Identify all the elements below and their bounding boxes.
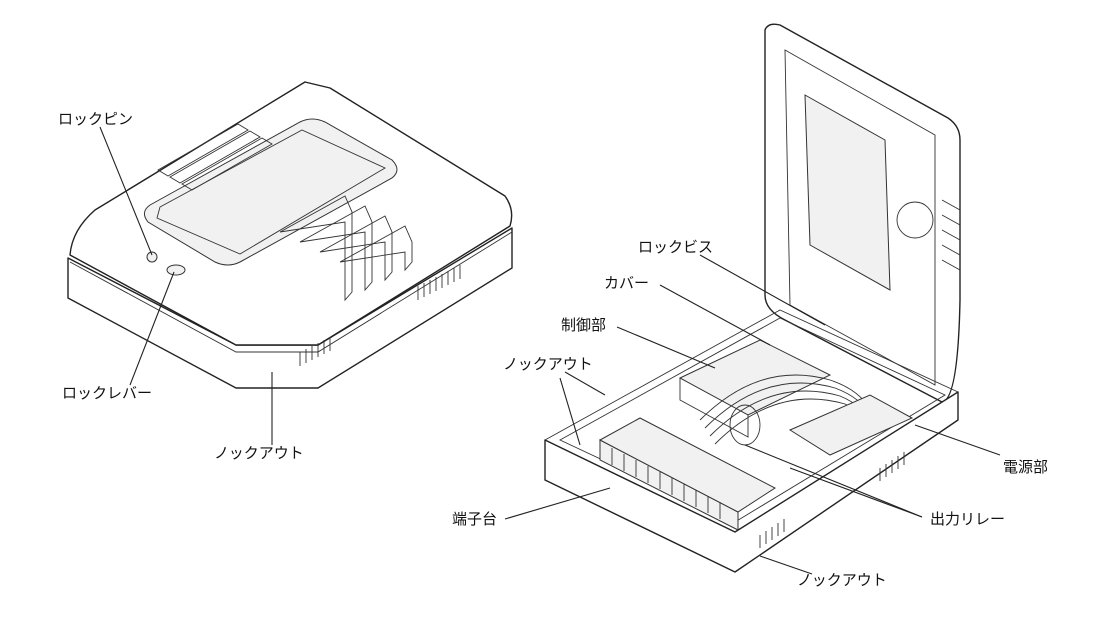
leader-lines <box>99 126 1001 575</box>
label-output-relay: 出力リレー <box>930 510 1006 528</box>
label-knockout-inner: ノックアウト <box>503 355 593 373</box>
lock-lever-marker <box>166 264 186 276</box>
side-vents <box>299 265 461 366</box>
lock-pin-marker <box>146 251 158 263</box>
label-lock-screw: ロックビス <box>638 238 714 256</box>
tray-vents <box>759 452 905 548</box>
label-knockout-bottom: ノックアウト <box>797 571 887 589</box>
label-lock-lever: ロックレバー <box>62 384 153 402</box>
label-control-unit: 制御部 <box>561 316 607 334</box>
label-cover: カバー <box>604 274 650 292</box>
open-device <box>544 23 961 573</box>
label-knockout-left: ノックアウト <box>214 444 304 462</box>
label-lock-pin: ロックピン <box>58 110 134 128</box>
label-power-unit: 電源部 <box>1003 458 1049 476</box>
label-terminal-block: 端子台 <box>452 510 498 528</box>
vent-ribs-front <box>279 195 413 302</box>
control-unit-shape <box>678 339 832 416</box>
closed-device <box>67 81 513 389</box>
vent-ribs-top <box>157 123 273 191</box>
terminal-block <box>598 417 776 531</box>
lid-ribs <box>941 199 961 271</box>
power-unit-shape <box>788 394 914 456</box>
